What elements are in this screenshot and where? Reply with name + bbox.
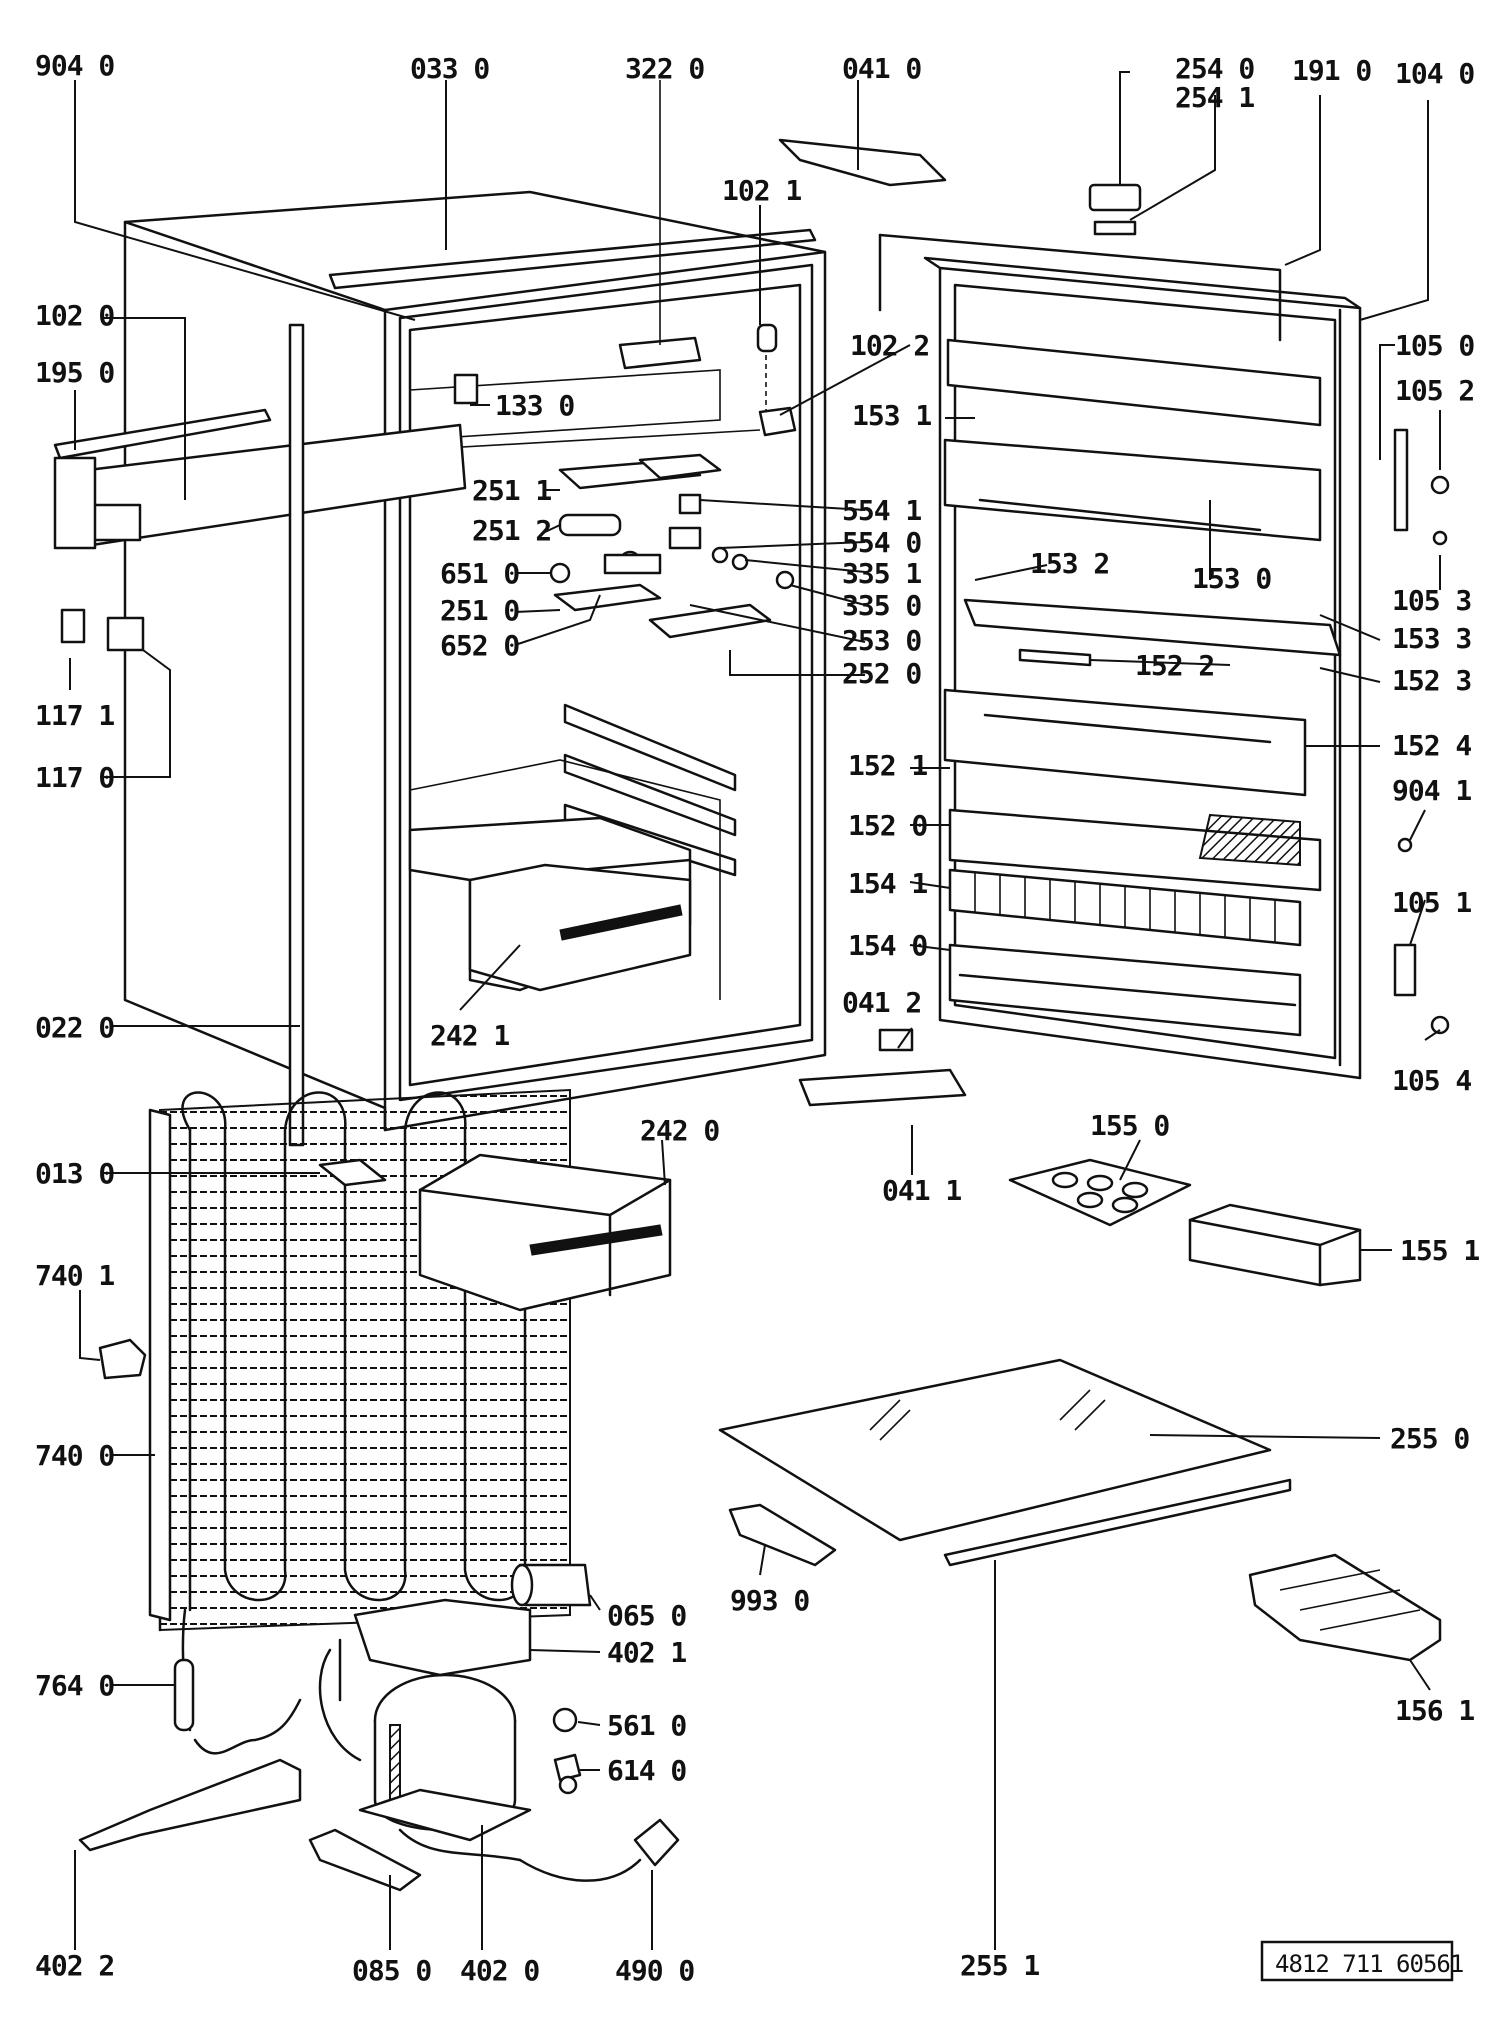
label-085-0: 085 0	[352, 1954, 431, 1987]
label-152-2: 152 2	[1135, 649, 1214, 682]
label-251-2: 251 2	[472, 514, 551, 547]
label-041-2: 041 2	[842, 986, 921, 1019]
label-105-0: 105 0	[1395, 329, 1474, 362]
label-195-0: 195 0	[35, 356, 114, 389]
label-104-0: 104 0	[1395, 57, 1474, 90]
label-156-1: 156 1	[1395, 1694, 1474, 1727]
label-152-3: 152 3	[1392, 664, 1471, 697]
part-labels: 904 0 033 0 322 0 041 0 254 0 254 1 191 …	[35, 49, 1480, 1987]
accessories	[718, 1358, 1442, 1662]
label-102-1: 102 1	[722, 174, 801, 207]
condenser-assembly	[78, 1088, 680, 1892]
label-242-1: 242 1	[430, 1019, 509, 1052]
label-155-0: 155 0	[1090, 1109, 1169, 1142]
label-554-0: 554 0	[842, 526, 921, 559]
leader-lines	[69, 71, 1441, 1950]
label-105-4: 105 4	[1392, 1064, 1471, 1097]
label-322-0: 322 0	[625, 52, 704, 85]
label-153-3: 153 3	[1392, 622, 1471, 655]
label-033-0: 033 0	[410, 52, 489, 85]
label-764-0: 764 0	[35, 1669, 114, 1702]
label-993-0: 993 0	[730, 1584, 809, 1617]
label-252-0: 252 0	[842, 657, 921, 690]
label-490-0: 490 0	[615, 1954, 694, 1987]
label-117-1: 117 1	[35, 699, 114, 732]
label-155-1: 155 1	[1400, 1234, 1479, 1267]
label-554-1: 554 1	[842, 494, 921, 527]
label-153-0: 153 0	[1192, 562, 1271, 595]
label-242-0: 242 0	[640, 1114, 719, 1147]
label-102-0: 102 0	[35, 299, 114, 332]
label-041-1: 041 1	[882, 1174, 961, 1207]
document-number: 4812 711 60561	[1275, 1950, 1463, 1978]
label-154-0: 154 0	[848, 929, 927, 962]
label-904-0: 904 0	[35, 49, 114, 82]
label-255-1: 255 1	[960, 1949, 1039, 1982]
label-255-0: 255 0	[1390, 1422, 1469, 1455]
label-614-0: 614 0	[607, 1754, 686, 1787]
label-254-0: 254 0	[1175, 52, 1254, 85]
label-402-1: 402 1	[607, 1636, 686, 1669]
label-251-0: 251 0	[440, 594, 519, 627]
label-022-0: 022 0	[35, 1011, 114, 1044]
label-152-1: 152 1	[848, 749, 927, 782]
label-402-2: 402 2	[35, 1949, 114, 1982]
label-254-1: 254 1	[1175, 81, 1254, 114]
label-253-0: 253 0	[842, 624, 921, 657]
label-133-0: 133 0	[495, 389, 574, 422]
label-152-4: 152 4	[1392, 729, 1471, 762]
label-740-0: 740 0	[35, 1439, 114, 1472]
label-251-1: 251 1	[472, 474, 551, 507]
label-105-3: 105 3	[1392, 584, 1471, 617]
label-652-0: 652 0	[440, 629, 519, 662]
label-335-1: 335 1	[842, 557, 921, 590]
label-740-1: 740 1	[35, 1259, 114, 1292]
label-402-0: 402 0	[460, 1954, 539, 1987]
label-105-1: 105 1	[1392, 886, 1471, 919]
label-904-1: 904 1	[1392, 774, 1471, 807]
label-041-0: 041 0	[842, 52, 921, 85]
label-651-0: 651 0	[440, 557, 519, 590]
label-105-2: 105 2	[1395, 374, 1474, 407]
label-335-0: 335 0	[842, 589, 921, 622]
label-153-2: 153 2	[1030, 547, 1109, 580]
label-561-0: 561 0	[607, 1709, 686, 1742]
label-117-0: 117 0	[35, 761, 114, 794]
label-191-0: 191 0	[1292, 54, 1371, 87]
label-065-0: 065 0	[607, 1599, 686, 1632]
document-number-box: 4812 711 60561	[1260, 1940, 1464, 1982]
label-102-2: 102 2	[850, 329, 929, 362]
label-013-0: 013 0	[35, 1157, 114, 1190]
label-153-1: 153 1	[852, 399, 931, 432]
lamp-cover-assembly	[53, 323, 467, 1147]
door-assembly	[778, 138, 1450, 1287]
label-152-0: 152 0	[848, 809, 927, 842]
label-154-1: 154 1	[848, 867, 927, 900]
